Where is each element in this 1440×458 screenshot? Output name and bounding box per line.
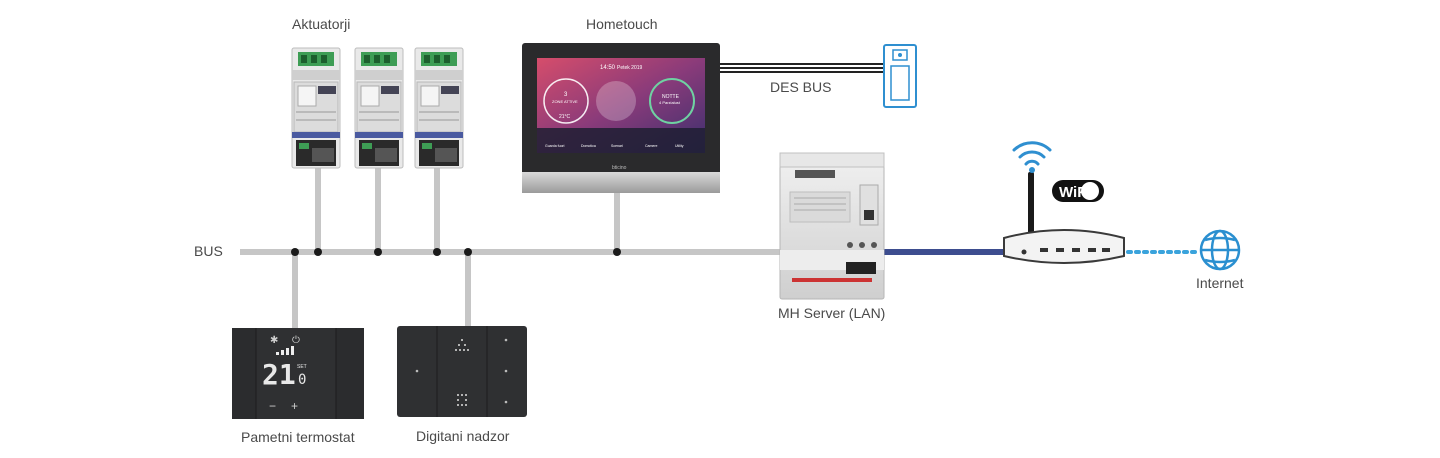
digital-control-panel [397, 326, 527, 417]
screen-right-dial: NOTTE [662, 94, 680, 100]
wifi-logo: WiFi [1052, 180, 1104, 202]
bus-node [374, 248, 382, 256]
bus-lines [240, 168, 780, 328]
wifi-icon-dot [1029, 167, 1035, 173]
minus-icon: − [269, 399, 276, 413]
wifi-icon [1012, 141, 1052, 166]
screen-menu-item: Utility [675, 144, 684, 148]
globe-icon [1199, 229, 1241, 271]
plus-icon: + [291, 399, 298, 413]
ethernet-line [884, 249, 1004, 255]
label-thermostat: Pametni termostat [241, 429, 355, 445]
label-mh-server: MH Server (LAN) [778, 305, 886, 321]
thermostat-decimal: 0 [298, 372, 306, 388]
screen-left-dial-sub: ZONE ATTIVE [552, 99, 578, 104]
bus-node [314, 248, 322, 256]
screen-menu-item: Domotica [581, 144, 596, 148]
screen-menu-item: Scenari [611, 144, 623, 148]
actuator-module [291, 47, 341, 169]
wifi-logo-text: WiFi [1059, 184, 1091, 201]
screen-left-dial: 3 [564, 92, 568, 98]
bus-drop-actuator-1 [315, 168, 321, 252]
screen-menu-item: Camere [645, 144, 658, 148]
bus-node [433, 248, 441, 256]
bus-drop-hometouch [614, 192, 620, 252]
des-bus-line [718, 63, 884, 73]
power-icon: ⏻ [292, 335, 300, 346]
label-digital-control: Digitani nadzor [416, 428, 510, 444]
mh-server [779, 152, 885, 300]
actuator-module [354, 47, 404, 169]
bus-drop-digital [465, 252, 471, 328]
label-internet: Internet [1196, 275, 1244, 291]
hometouch-brand: bticino [612, 165, 627, 171]
screen-menu-item: Guarda fuori [545, 144, 565, 148]
screen-time: 14:50 [600, 65, 616, 71]
label-des-bus: DES BUS [770, 79, 832, 95]
wifi-router [1003, 172, 1125, 264]
bus-node [291, 248, 299, 256]
bus-drop-actuator-2 [375, 168, 381, 252]
bus-drop-thermostat [292, 252, 298, 328]
bus-node [464, 248, 472, 256]
screen-left-dial-temp: 21°C [559, 114, 571, 120]
bus-node [613, 248, 621, 256]
screen-date: Petek 2019 [617, 65, 643, 71]
door-entry-unit [883, 44, 917, 108]
smart-thermostat: ✱ ⏻ 21 SET 0 − + [232, 328, 364, 419]
fan-icon: ✱ [270, 335, 278, 346]
thermostat-temperature: 21 [262, 358, 296, 391]
thermostat-set-label: SET [297, 364, 307, 370]
actuator-module [414, 47, 464, 169]
hometouch-panel: 14:50 Petek 2019 3 ZONE ATTIVE 21°C NOTT… [522, 43, 720, 193]
label-actuators: Aktuatorji [292, 16, 351, 32]
bus-drop-actuator-3 [434, 168, 440, 252]
bus-main-line [240, 249, 780, 255]
label-bus: BUS [194, 243, 223, 259]
label-hometouch: Hometouch [586, 16, 658, 32]
screen-right-dial-sub: 4 Parzialust [659, 100, 681, 105]
